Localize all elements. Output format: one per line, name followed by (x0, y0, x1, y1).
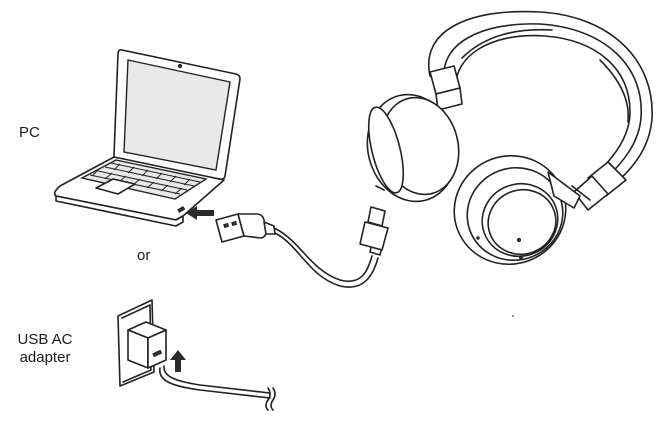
usb-cable-illustration (215, 206, 389, 288)
usb-ac-adapter-label-line2: adapter (19, 349, 71, 366)
or-label: or (137, 247, 151, 264)
insert-arrow-icon (186, 206, 214, 220)
headphones-illustration (366, 10, 653, 266)
pc-label: PC (19, 124, 40, 141)
usb-ac-adapter-label-line1: USB AC (17, 331, 73, 348)
speck (512, 315, 514, 317)
usb-ac-adapter-label: USB AC adapter (10, 331, 80, 367)
usb-ac-adapter-illustration (117, 299, 276, 411)
insert-arrow-icon (170, 350, 186, 372)
laptop-illustration (53, 49, 241, 227)
